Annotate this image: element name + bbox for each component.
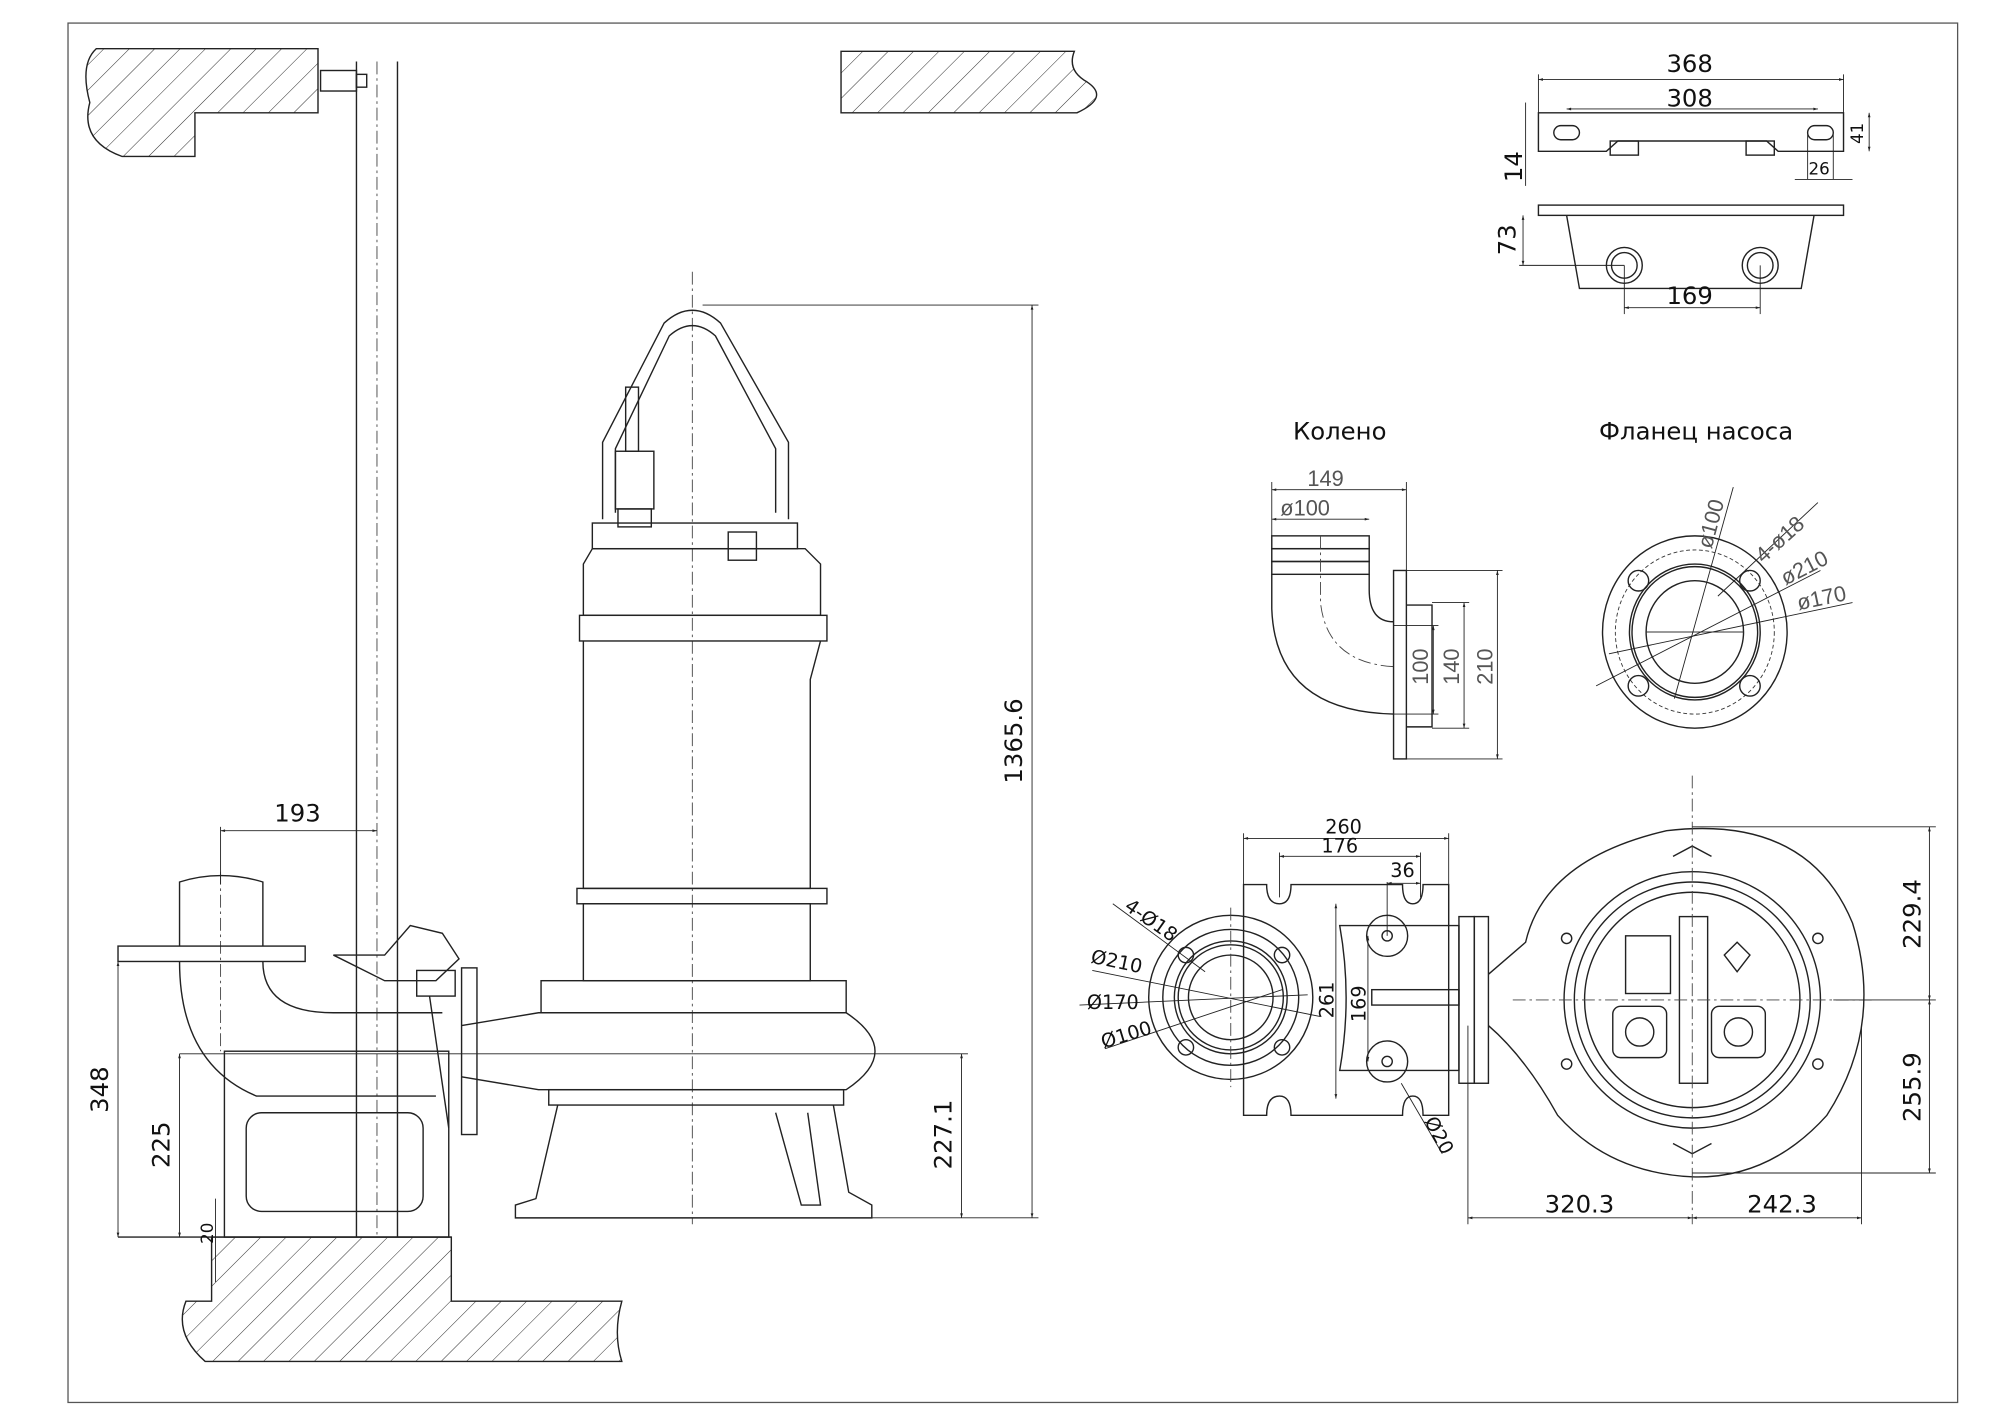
top-view: 229.4 255.9 320.3 242.3 [1467, 775, 1936, 1225]
dim-169: 169 [1666, 281, 1712, 310]
pump-body [461, 309, 876, 1219]
top-dim-242: 242.3 [1747, 1190, 1817, 1219]
discharge-connection [117, 871, 478, 1238]
top-dim-255: 255.9 [1897, 1052, 1926, 1122]
dim-20: 20 [198, 1223, 217, 1244]
drawing-frame [67, 22, 1959, 1404]
plan-dim-100: Ø100 [1098, 1016, 1154, 1053]
top-slab-middle [840, 50, 1098, 114]
dim-140: 140 [1439, 648, 1464, 684]
dim-368: 368 [1666, 49, 1712, 78]
dim-41: 41 [1848, 123, 1867, 144]
main-dimensions: 193 1365.6 227.1 348 225 20 [85, 304, 1039, 1282]
plan-dim-170: Ø170 [1087, 991, 1139, 1014]
elbow-title: Колено [1293, 417, 1387, 446]
elbow-view: Колено 149 ø100 100 140 210 [1271, 417, 1503, 760]
dim-73: 73 [1492, 224, 1521, 255]
plan-view: 260 176 36 261 169 4-Ø18 Ø210 Ø170 Ø100 … [1079, 815, 1490, 1158]
dim-100: 100 [1408, 648, 1433, 684]
top-dim-320: 320.3 [1545, 1190, 1615, 1219]
pump-flange-title: Фланец насоса [1599, 417, 1793, 446]
dim-225: 225 [146, 1122, 175, 1168]
dim-308: 308 [1666, 83, 1712, 112]
plan-dim-210: Ø210 [1089, 945, 1144, 978]
dim-193: 193 [274, 799, 320, 828]
dim-1365: 1365.6 [999, 698, 1028, 783]
dim-210: 210 [1472, 648, 1497, 684]
main-side-view: 193 1365.6 227.1 348 225 20 [85, 48, 1098, 1363]
plan-dim-20: Ø20 [1420, 1112, 1459, 1158]
dim-14: 14 [1499, 151, 1528, 182]
plan-dim-36: 36 [1390, 859, 1414, 882]
dim-149: 149 [1307, 466, 1343, 491]
top-slab-left [85, 48, 319, 158]
top-dim-229: 229.4 [1897, 879, 1926, 949]
dim-227: 227.1 [928, 1100, 957, 1170]
plan-dim-260: 260 [1325, 815, 1362, 838]
bracket-views: 368 308 41 14 26 73 169 [1492, 49, 1871, 315]
dim-26: 26 [1809, 159, 1830, 178]
plan-holes: 4-Ø18 [1120, 894, 1181, 947]
floor-slab [181, 1236, 623, 1363]
guide-rails [319, 61, 399, 1238]
plan-dim-261: 261 [1315, 982, 1338, 1019]
plan-dim-169: 169 [1347, 985, 1370, 1022]
plan-dim-176: 176 [1321, 835, 1358, 858]
flange-dim-170: ø170 [1795, 580, 1849, 615]
pump-flange-view: Фланец насоса ø100 4-ø18 ø210 ø170 [1595, 417, 1853, 729]
flange-dim-100: ø100 [1692, 496, 1729, 550]
dim-348: 348 [85, 1066, 114, 1112]
dim-dia100: ø100 [1280, 495, 1330, 520]
